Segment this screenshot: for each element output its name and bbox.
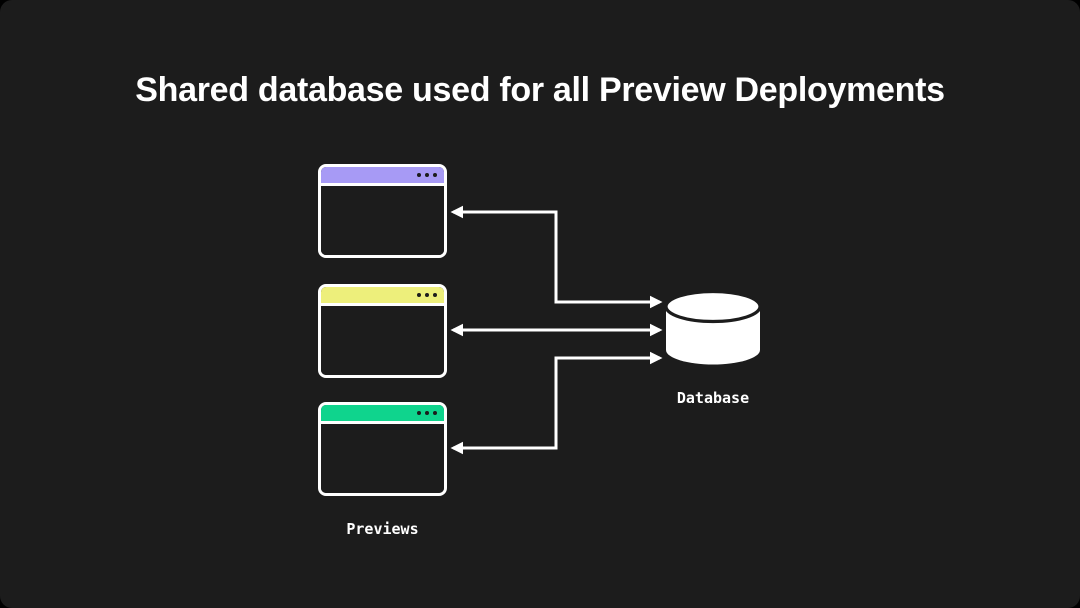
window-controls-dots-icon (417, 293, 437, 297)
window-controls-dots-icon (417, 173, 437, 177)
previews-label: Previews (346, 520, 419, 538)
preview-window-2-body (321, 306, 444, 375)
preview-window-2 (318, 284, 447, 378)
preview-window-3 (318, 402, 447, 496)
preview-window-1 (318, 164, 447, 258)
preview-window-1-body (321, 186, 444, 255)
preview-window-3-titlebar (321, 405, 444, 424)
diagram-title: Shared database used for all Preview Dep… (135, 71, 945, 109)
preview-window-1-titlebar (321, 167, 444, 186)
preview-window-3-body (321, 424, 444, 493)
preview-window-2-titlebar (321, 287, 444, 306)
database-label: Database (676, 389, 750, 407)
window-controls-dots-icon (417, 411, 437, 415)
